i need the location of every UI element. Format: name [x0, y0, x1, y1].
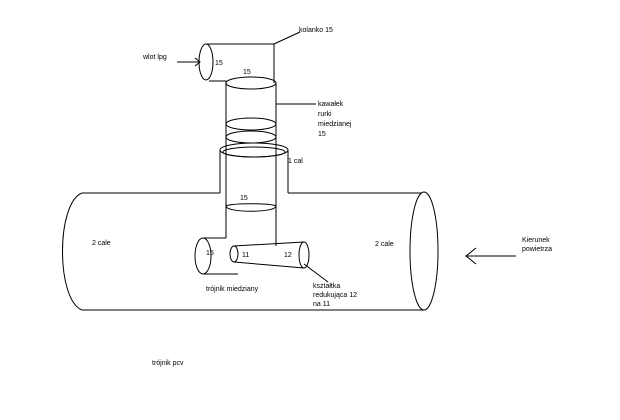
copper-pipe-ring-bottom-front	[225, 205, 277, 212]
one-inch-branch	[219, 142, 289, 193]
leader-lines	[273, 31, 516, 283]
label-kawalek-2: rurki	[318, 111, 332, 118]
pvc-pipe-right-opening	[409, 191, 439, 311]
reducer-small-end	[229, 245, 239, 263]
reducer-bottom-edge	[233, 261, 305, 269]
label-wlot-lpg: wlot lpg	[142, 54, 167, 61]
copper-pipe-15	[222, 76, 286, 246]
reducer-large-end	[298, 241, 310, 269]
reducer-fitting	[229, 241, 310, 269]
elbow-15	[177, 43, 275, 83]
label-pipe-top-15: 15	[243, 69, 251, 76]
label-inlet-15: 15	[215, 60, 223, 67]
label-pipe-mid-15: 15	[240, 195, 248, 202]
label-kolanko: kolanko 15	[299, 27, 333, 34]
copper-pipe-ring-in-branch	[222, 146, 286, 158]
label-ksztaltka-2: redukująca 12	[313, 292, 357, 299]
label-kawalek-1: kawałek	[318, 101, 344, 108]
air-arrow-head	[465, 247, 477, 265]
label-dwa-cale-right: 2 cale	[375, 241, 394, 248]
pvc-pipe-left-end	[62, 192, 83, 311]
label-dwa-cale-left: 2 cale	[92, 240, 111, 247]
copper-pipe-ring-bottom-back	[225, 203, 277, 207]
reducer-top-edge	[233, 241, 305, 247]
label-trojnik-miedziany: trójnik miedziany	[206, 286, 259, 293]
lpg-arrow-head	[194, 57, 201, 67]
label-reducer-11: 11	[242, 252, 249, 259]
pvc-tee	[62, 191, 439, 311]
elbow-inner	[209, 80, 227, 83]
label-reducer-12: 12	[284, 252, 292, 259]
label-kawalek-4: 15	[318, 131, 326, 138]
copper-pipe-ring-top	[225, 76, 277, 90]
copper-tee	[194, 237, 238, 275]
label-trojnik-pcv: trójnik pcv	[152, 360, 184, 367]
lpg-inlet-opening	[198, 43, 214, 81]
label-ksztaltka-3: na 11	[313, 301, 330, 308]
leader-kolanko	[273, 31, 301, 45]
copper-pipe-ring-lower	[225, 130, 277, 144]
label-ksztaltka-1: kształtka	[313, 283, 340, 290]
label-copper-tee-15: 15	[206, 250, 214, 257]
label-kierunek-1: Kierunek	[522, 237, 550, 244]
leader-ksztaltka	[303, 263, 329, 283]
label-jeden-cal: 1 cal	[288, 158, 303, 165]
label-kierunek-2: powietrza	[522, 246, 552, 253]
copper-pipe-ring-upper	[225, 117, 277, 131]
label-kawalek-3: miedzianej	[318, 121, 352, 128]
